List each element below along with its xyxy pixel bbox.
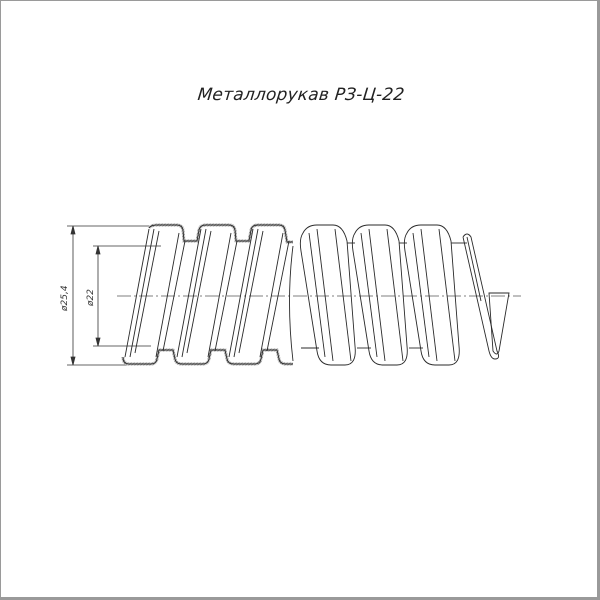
inner-diameter-dimension [93,245,161,347]
hose-section-view [121,223,294,366]
outer-diameter-dimension [67,225,151,366]
inner-diameter-label: ø22 [86,289,96,307]
hose-outer-view [299,224,510,366]
outer-diameter-label: ø25,4 [60,285,70,312]
